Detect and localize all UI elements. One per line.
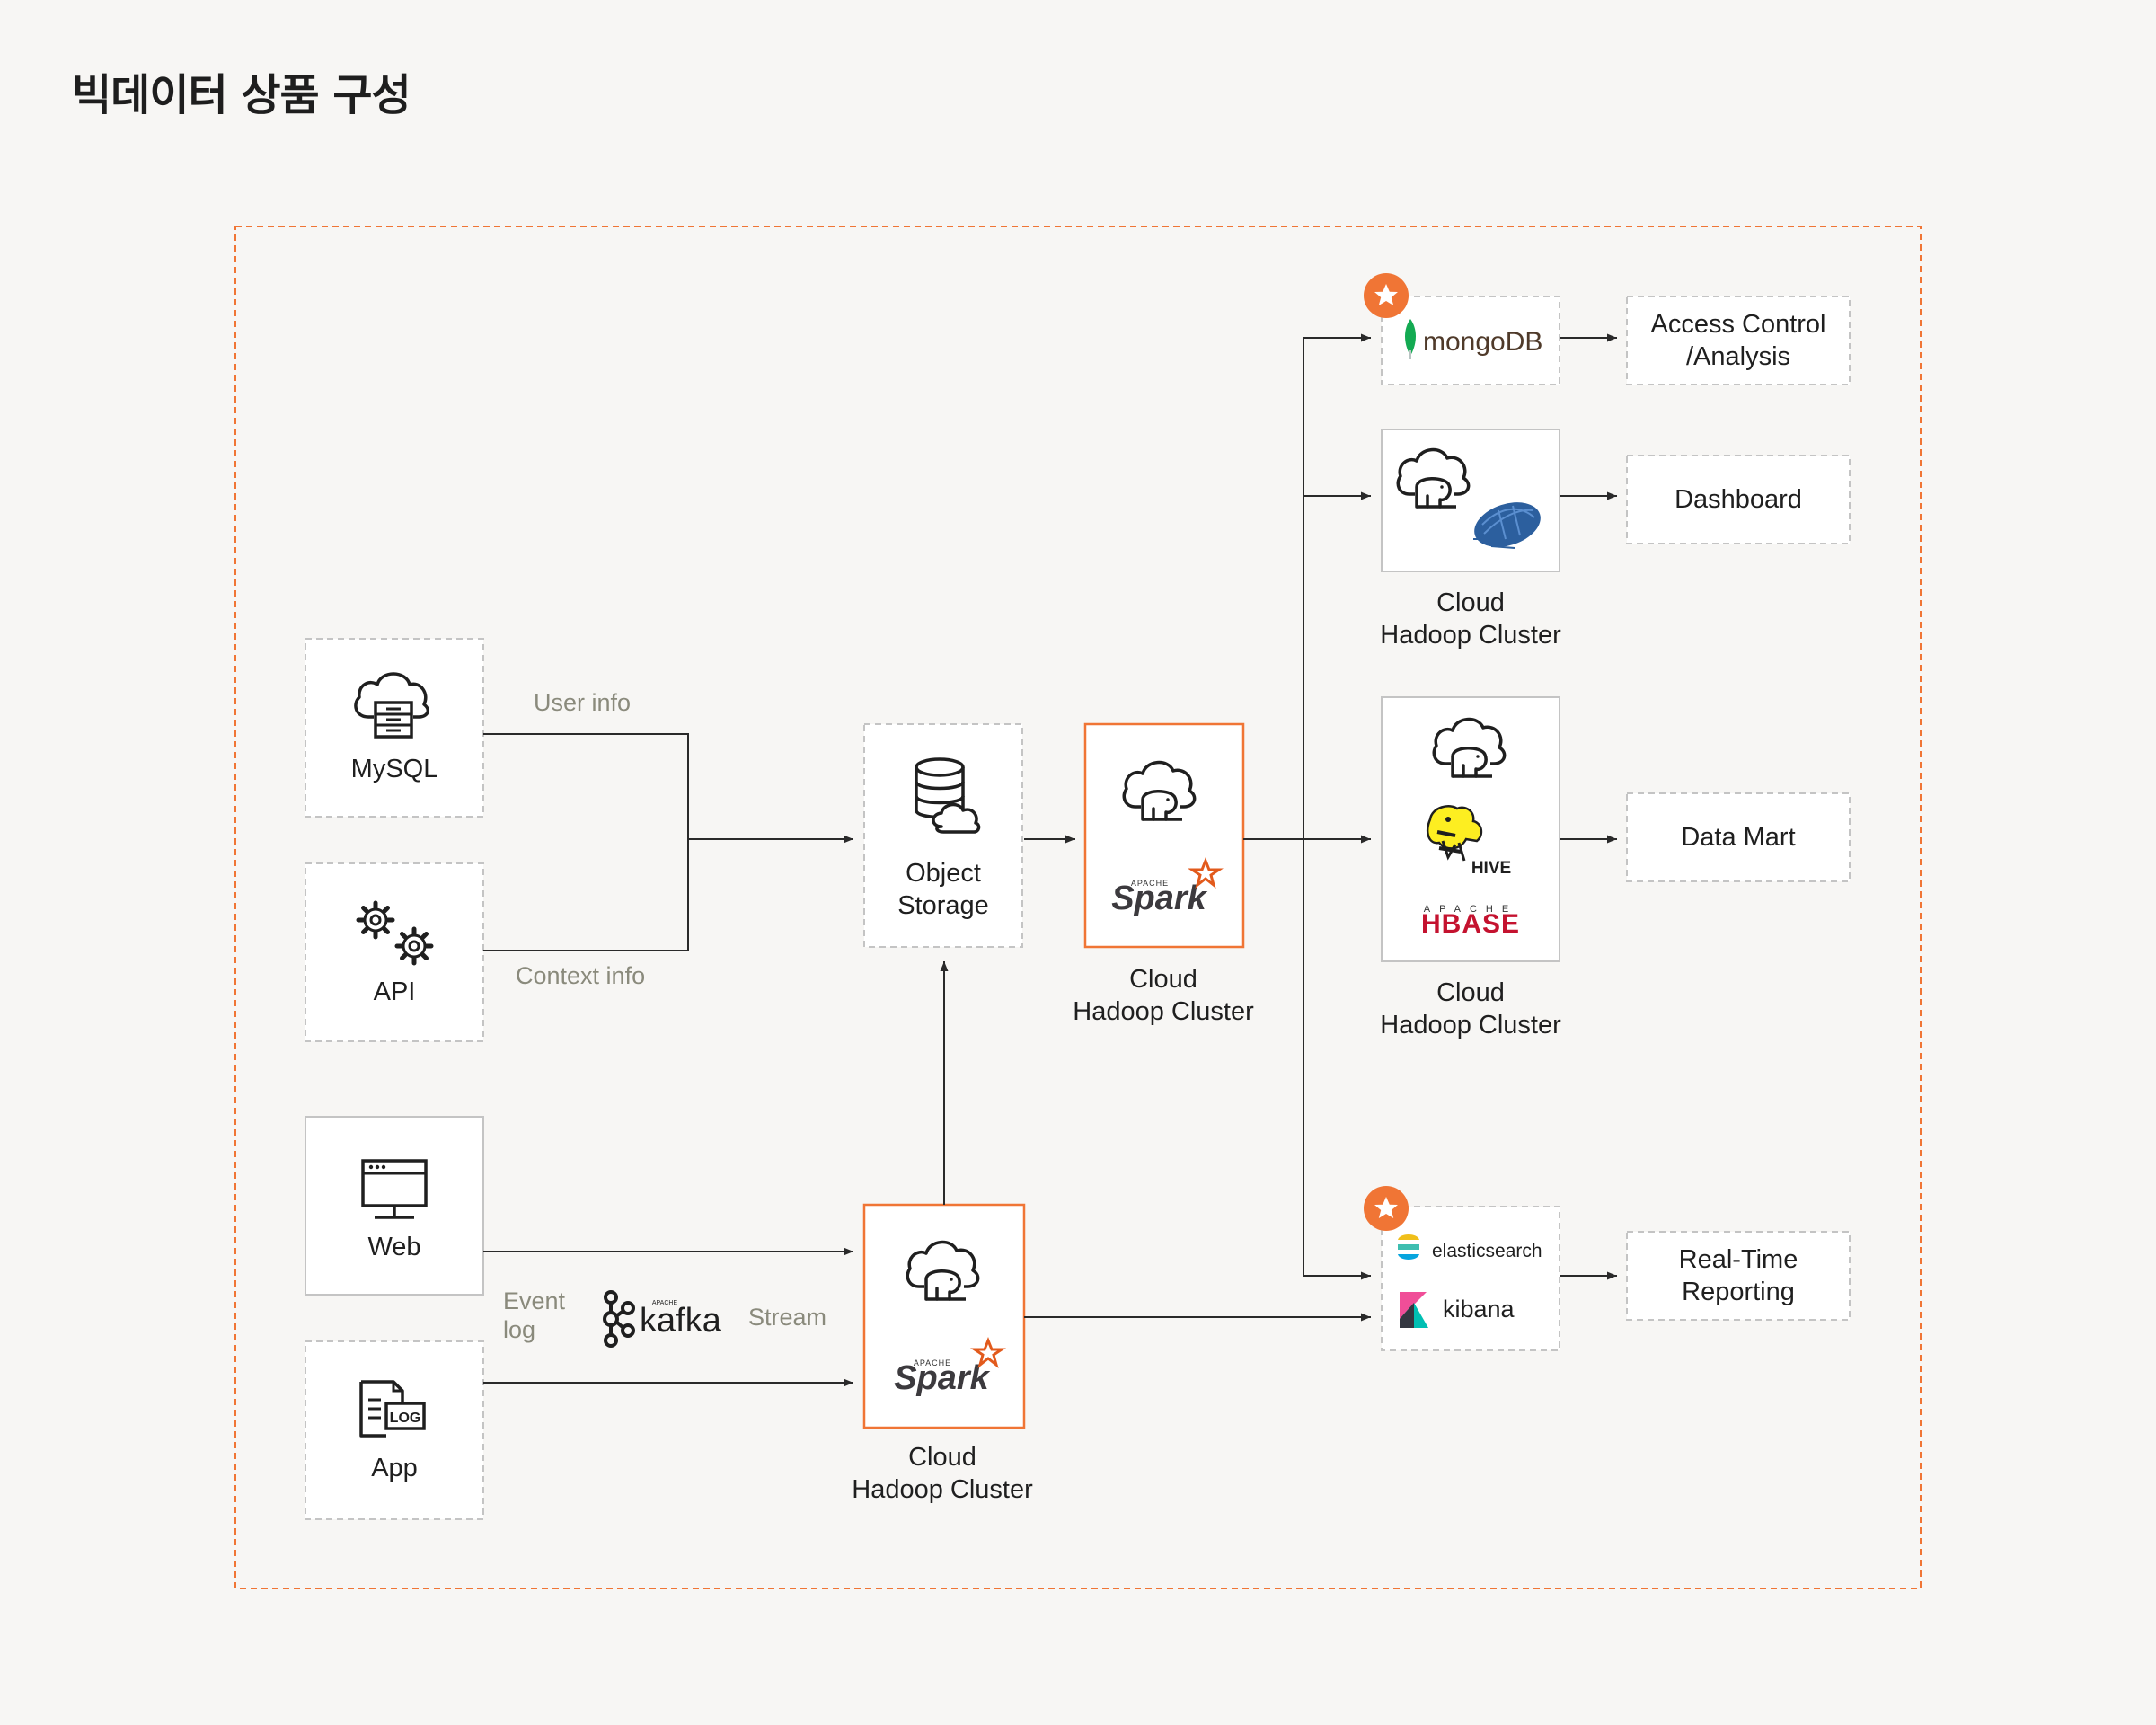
kafka-logo: APACHE kafka xyxy=(603,1290,722,1348)
api-box xyxy=(305,862,484,1042)
database-cloud-icon xyxy=(915,757,981,834)
spark-cluster-box-1 xyxy=(1083,722,1245,949)
source-merge-line xyxy=(483,733,689,951)
mysql-label: MySQL xyxy=(350,755,438,783)
realtime-label-2: Reporting xyxy=(1682,1278,1795,1306)
spark-text: Spark xyxy=(1111,880,1207,917)
spark-logo-2: APACHE Spark xyxy=(894,1336,1006,1397)
dashboard-label: Dashboard xyxy=(1674,485,1802,514)
elasticsearch-logo: elasticsearch xyxy=(1398,1234,1542,1261)
dashboard-box xyxy=(1626,455,1851,544)
cluster-label-spark1-2: Hadoop Cluster xyxy=(1073,997,1254,1026)
log-file-icon: LOG xyxy=(359,1380,426,1438)
cluster-label-spark2-2: Hadoop Cluster xyxy=(852,1475,1033,1504)
app-label: App xyxy=(371,1454,418,1482)
access-control-label-1: Access Control xyxy=(1650,310,1826,339)
spark-small-text: APACHE xyxy=(1131,879,1169,888)
star-badge-icon-mongodb xyxy=(1364,273,1409,318)
stream-label: Stream xyxy=(748,1304,827,1331)
object-storage-label-2: Storage xyxy=(897,891,989,920)
zeppelin-icon xyxy=(1473,502,1541,549)
cluster-label-zeppelin-1: Cloud xyxy=(1436,588,1505,617)
event-log-label-1: Event xyxy=(503,1287,566,1314)
spark-text: Spark xyxy=(894,1359,990,1397)
object-storage-label-1: Object xyxy=(906,859,981,888)
cluster-label-spark2-1: Cloud xyxy=(908,1443,976,1472)
log-badge-text: LOG xyxy=(390,1411,421,1426)
mongodb-logo: mongoDB xyxy=(1405,319,1542,359)
data-mart-label: Data Mart xyxy=(1681,823,1796,852)
cluster-label-hive-1: Cloud xyxy=(1436,978,1505,1007)
hbase-logo: APACHE HBASE xyxy=(1421,904,1520,939)
kafka-small-text: APACHE xyxy=(652,1300,678,1306)
hive-text: HIVE xyxy=(1471,859,1511,878)
kibana-logo: kibana xyxy=(1400,1292,1515,1328)
mongodb-text: mongoDB xyxy=(1423,327,1542,357)
cluster-label-hive-2: Hadoop Cluster xyxy=(1380,1011,1561,1039)
app-box xyxy=(305,1340,484,1520)
api-label: API xyxy=(373,978,416,1006)
page-title: 빅데이터 상품 구성 xyxy=(72,70,411,120)
hbase-text: HBASE xyxy=(1421,909,1520,939)
hadoop-hive-zeppelin-box xyxy=(1381,429,1560,572)
realtime-box xyxy=(1626,1231,1851,1321)
elasticsearch-text: elasticsearch xyxy=(1432,1241,1542,1261)
kafka-text: kafka xyxy=(640,1302,722,1340)
elastic-kibana-box xyxy=(1381,1206,1560,1351)
cluster-label-spark1-1: Cloud xyxy=(1129,965,1197,994)
object-storage-box xyxy=(863,723,1023,948)
monitor-icon xyxy=(361,1159,428,1219)
kibana-text: kibana xyxy=(1443,1296,1515,1322)
web-label: Web xyxy=(367,1233,421,1261)
cluster-label-zeppelin-2: Hadoop Cluster xyxy=(1380,621,1561,650)
outer-frame xyxy=(234,226,1922,1589)
access-control-label-2: /Analysis xyxy=(1685,342,1791,371)
hbase-small-text: APACHE xyxy=(1424,904,1517,915)
star-badge-icon-elastic xyxy=(1364,1186,1409,1231)
user-info-label: User info xyxy=(534,689,632,716)
access-control-box xyxy=(1626,296,1851,385)
spark-logo-1: APACHE Spark xyxy=(1111,856,1224,917)
data-mart-box xyxy=(1626,792,1851,882)
context-info-label: Context info xyxy=(516,962,646,989)
realtime-label-1: Real-Time xyxy=(1678,1245,1798,1274)
hive-logo: HIVE xyxy=(1427,805,1511,878)
connectors xyxy=(483,333,1617,1387)
event-log-label-2: log xyxy=(503,1316,536,1343)
mysql-cloud-db-icon xyxy=(354,672,429,739)
spark-small-text: APACHE xyxy=(914,1358,951,1367)
